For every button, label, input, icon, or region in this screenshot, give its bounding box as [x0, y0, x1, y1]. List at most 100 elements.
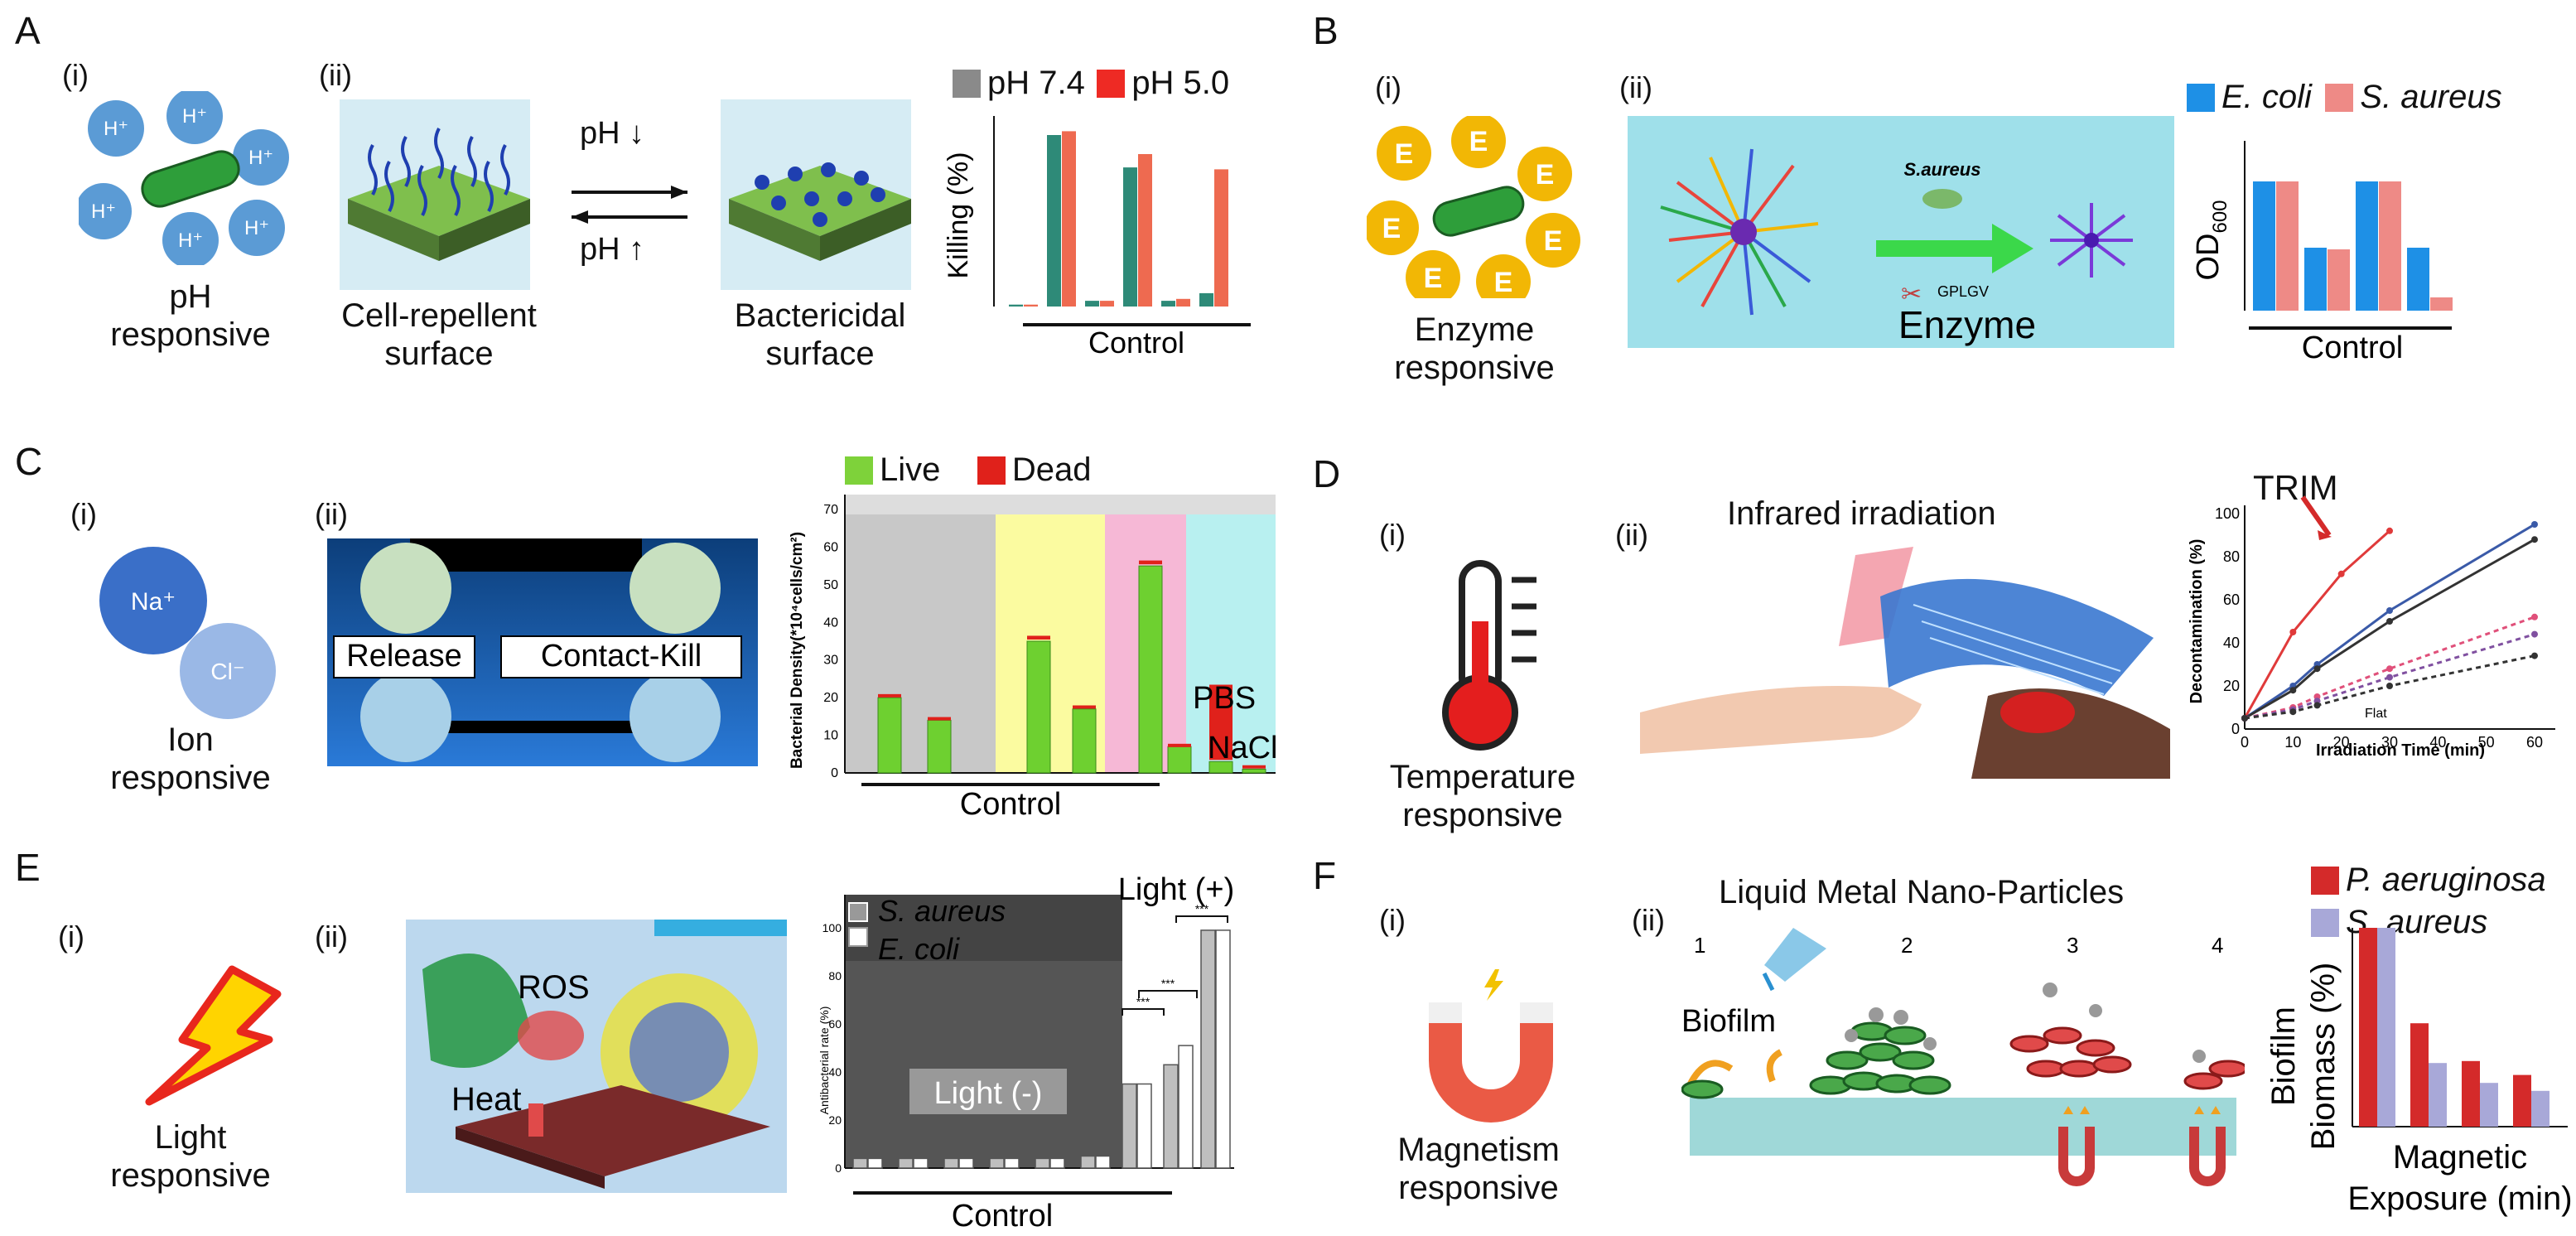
sig-label: *** [1161, 977, 1175, 990]
nacl-label: NaCl [1208, 731, 1277, 765]
enzyme-label: E [1544, 225, 1563, 257]
step-label: 4 [2212, 933, 2223, 958]
chart-c-bar-dead [1209, 684, 1233, 760]
chart-f-xlabel-l2: Exposure (min) [2347, 1180, 2572, 1217]
panel-d-letter: D [1313, 452, 1341, 495]
chart-a-bar [1085, 301, 1099, 307]
chart-a-control: Control [1088, 326, 1184, 356]
cl-label: Cl⁻ [210, 659, 244, 684]
chart-b-bar [2253, 181, 2275, 311]
chart-c-bar-dead [878, 693, 901, 698]
light-caption-l1: Light [154, 1119, 227, 1156]
chart-d-point [2531, 652, 2538, 659]
chart-b-bar [2304, 248, 2327, 311]
chart-b-bar [2379, 181, 2401, 311]
panel-f-letter: F [1313, 854, 1337, 897]
legend-label: E. coli [878, 932, 960, 966]
bactericidal-l2: surface [765, 336, 875, 372]
chart-d-point [2241, 715, 2248, 722]
legend-swatch [2325, 83, 2354, 112]
ion-label: H⁺ [248, 147, 273, 169]
chart-f-bar [2359, 928, 2377, 1127]
chart-d-xtick: 60 [2526, 734, 2543, 751]
bg-header [845, 495, 1276, 514]
bg-zone [845, 495, 996, 773]
ph-up-text: pH [580, 232, 620, 267]
chart-c: Bacterial Density(*10⁴cells/cm²) 0102030… [789, 495, 1277, 822]
ion-illustration: Na⁺ Cl⁻ [99, 547, 276, 719]
chart-b-bar [2407, 248, 2429, 311]
ph-up-label: pH ↑ [580, 232, 645, 267]
temperature-caption: Temperature responsive [1375, 758, 1590, 834]
enzyme-label-text: Enzyme [1898, 303, 2036, 346]
chart-c-bar-dead [1242, 765, 1266, 769]
chart-b-control: Control [2302, 331, 2404, 365]
enzyme-label: E [1494, 267, 1513, 298]
contact-kill-label: Contact-Kill [541, 639, 702, 674]
chart-b-bar [2328, 249, 2350, 311]
ph-caption-l1: pH [169, 278, 212, 315]
liquid-metal-illustration: 1 2 3 4 Biofilm [1681, 928, 2245, 1186]
chart-e-bar [1136, 1083, 1152, 1169]
cell-repellent-l1: Cell-repellent [341, 297, 537, 334]
chart-d-xtick: 30 [2381, 734, 2398, 751]
chart-e-bar [1215, 929, 1231, 1169]
step-label: 2 [1901, 933, 1913, 958]
ph-down-text: pH [580, 116, 620, 151]
thermometer-icon [1442, 560, 1536, 751]
chart-b-ylabel: OD600 [2191, 200, 2231, 280]
chart-d-point [2386, 674, 2393, 681]
chart-a-bar [1214, 169, 1228, 307]
chart-d-xlabel: Irradiation Time (min) [2316, 741, 2485, 760]
panel-c-letter: C [15, 440, 43, 483]
legend-label: E. coli [2221, 79, 2312, 115]
enzyme-caption-l2: responsive [1394, 350, 1555, 386]
enzyme-caption: Enzyme responsive [1375, 311, 1574, 387]
chart-c-bar-dead [1073, 705, 1096, 709]
chart-a-bar [1009, 304, 1023, 307]
ion-label: H⁺ [91, 200, 116, 223]
chart-c-bar-dead [928, 717, 951, 721]
chart-d-ytick: 60 [2223, 591, 2240, 608]
chart-e-bar [1122, 1083, 1137, 1169]
chart-d-point [2531, 630, 2538, 638]
legend-swatch [1097, 69, 1126, 98]
light-minus-badge [909, 1069, 1067, 1114]
chart-a-legend: pH 7.4 pH 5.0 [953, 65, 1229, 102]
ph-caption-l2: responsive [110, 316, 271, 353]
chart-c-ytick: 10 [823, 729, 838, 743]
panel-a-i: (i) [62, 58, 89, 92]
light-plus-label: Light (+) [1118, 872, 1234, 907]
panel-f-i: (i) [1379, 903, 1406, 937]
ph-switch-arrows [572, 186, 687, 224]
ion-caption-l1: Ion [167, 722, 214, 758]
panel-d-ii: (ii) [1615, 518, 1648, 552]
chart-c-bar-live [877, 697, 902, 774]
chart-d-point [2531, 536, 2538, 543]
legend-label: S. aureus [878, 894, 1006, 928]
chart-c-legend: Live Dead [845, 451, 1091, 489]
chart-a-bar [1176, 298, 1190, 307]
enzyme-label: E [1536, 159, 1555, 191]
ion-label: H⁺ [244, 217, 269, 239]
chart-f-bar [2480, 1083, 2498, 1127]
chart-c-bar-live [1242, 768, 1266, 774]
chart-c-ytick: 70 [823, 503, 838, 517]
cell-repellent-surface-illustration [340, 99, 530, 290]
chart-d-xtick: 50 [2478, 734, 2495, 751]
chart-c-ytick: 30 [823, 654, 838, 668]
legend-label: Dead [1011, 451, 1092, 488]
panel-c-ii: (ii) [315, 497, 348, 531]
chart-a-bar [1024, 304, 1038, 307]
panel-b-ii: (ii) [1619, 70, 1652, 104]
light-minus-label: Light (-) [934, 1076, 1043, 1111]
chart-c-bar-live [1208, 760, 1233, 774]
chart-d-point [2386, 618, 2393, 625]
chart-c-bar-dead [1168, 743, 1191, 747]
chart-d-xtick: 10 [2284, 734, 2301, 751]
chart-e-bar [943, 1157, 959, 1169]
chart-d-point [2289, 708, 2297, 716]
chart-d-point [2337, 570, 2345, 577]
panel-e-i: (i) [58, 920, 84, 954]
